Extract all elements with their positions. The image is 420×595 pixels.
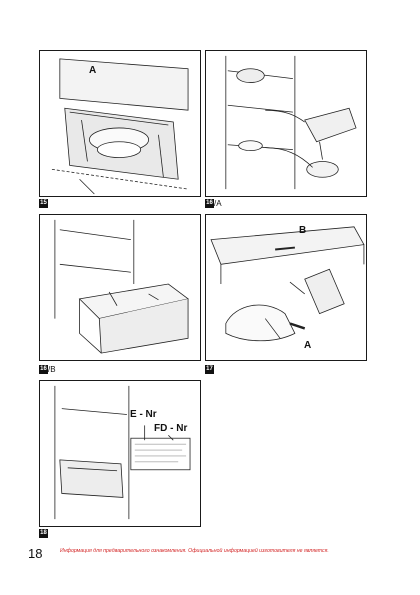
figure-filter-panel: B A [205, 214, 367, 361]
disclaimer-text: Информация для предварительного ознакомл… [60, 548, 329, 554]
figure-rating-plate-panel: E - Nr FD - Nr [39, 380, 201, 527]
drawer-illustration [51, 58, 189, 195]
drawer-label-a: A [89, 65, 97, 76]
figure-ice-tray-panel [205, 50, 367, 197]
rating-plate-label-fdnr: FD - Nr [154, 423, 188, 434]
rating-plate-illustration [54, 385, 191, 520]
freezer-drawer-illustration [54, 219, 189, 354]
rating-plate-label-enr: E - Nr [130, 409, 157, 420]
figure-freezer-drawer-panel [39, 214, 201, 361]
figure-number-18: 18 [39, 529, 48, 538]
figure-drawer-panel: A [39, 50, 201, 197]
figure-number-17: 17 [205, 365, 214, 374]
ice-tray-illustration [225, 55, 357, 190]
page-number: 18 [28, 546, 43, 561]
figure-number-16b: 16/B [39, 365, 56, 374]
filter-illustration [210, 226, 365, 342]
figure-number-16a: 16/A [205, 199, 222, 208]
figure-number-15: 15 [39, 199, 48, 208]
filter-label-a: A [304, 340, 312, 351]
filter-label-b: B [299, 225, 307, 236]
